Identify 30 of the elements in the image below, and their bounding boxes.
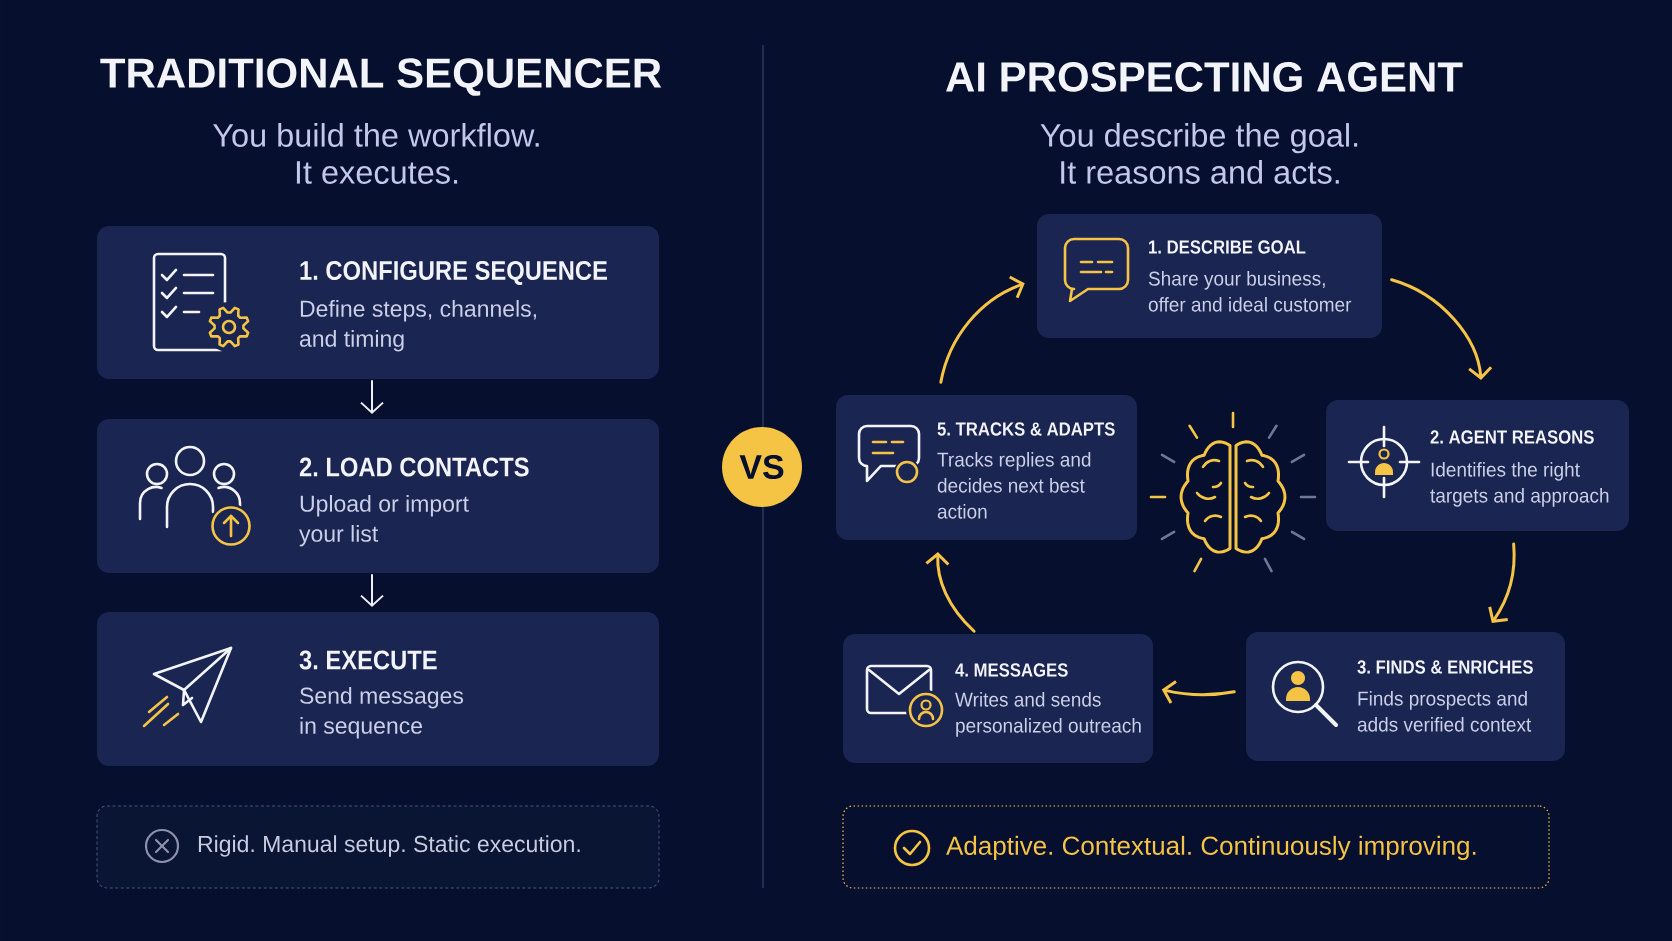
arrow: [360, 574, 384, 607]
step-title: 2. LOAD CONTACTS: [299, 457, 529, 477]
curved-arrow: [939, 275, 1025, 384]
note-text: Adaptive. Contextual. Continuously improving.: [946, 835, 1476, 861]
curved-arrow: [1390, 278, 1493, 381]
step-title: 4. MESSAGES: [955, 663, 1068, 677]
step-description: Define steps, channels, and timing: [300, 300, 536, 352]
note-text: Rigid. Manual setup. Static execution.: [198, 835, 580, 857]
step-title: 5. TRACKS & ADAPTS: [937, 422, 1115, 436]
curved-arrow: [1488, 542, 1516, 623]
step-description: Tracks replies and decides next best action: [937, 452, 1091, 519]
step-description: Share your business, offer and ideal customer: [1148, 271, 1352, 312]
step-title: 2. AGENT REASONS: [1430, 430, 1594, 444]
step-description: Writes and sends personalized outreach: [955, 692, 1141, 737]
column-heading: TRADITIONAL SEQUENCER: [100, 58, 662, 96]
step-title: 3. FINDS & ENRICHES: [1357, 660, 1533, 674]
column-subtitle: You describe the goal. It reasons and acts.: [1040, 123, 1358, 184]
vs-badge: VS: [722, 427, 802, 507]
step-description: Identifies the right targets and approach: [1430, 462, 1609, 507]
curved-arrow: [1161, 680, 1236, 704]
arrow: [360, 380, 384, 414]
column-subtitle: You build the workflow. It executes.: [213, 123, 539, 184]
step-description: Upload or import your list: [299, 495, 469, 547]
step-description: Finds prospects and adds verified context: [1357, 691, 1532, 732]
column-heading: AI PROSPECTING AGENT: [946, 62, 1463, 92]
curved-arrow: [925, 551, 976, 633]
step-title: 1. DESCRIBE GOAL: [1149, 240, 1306, 254]
step-description: Send messages in sequence: [300, 687, 464, 739]
step-title: 1. CONFIGURE SEQUENCE: [300, 260, 607, 286]
step-title: 3. EXECUTE: [299, 650, 437, 670]
